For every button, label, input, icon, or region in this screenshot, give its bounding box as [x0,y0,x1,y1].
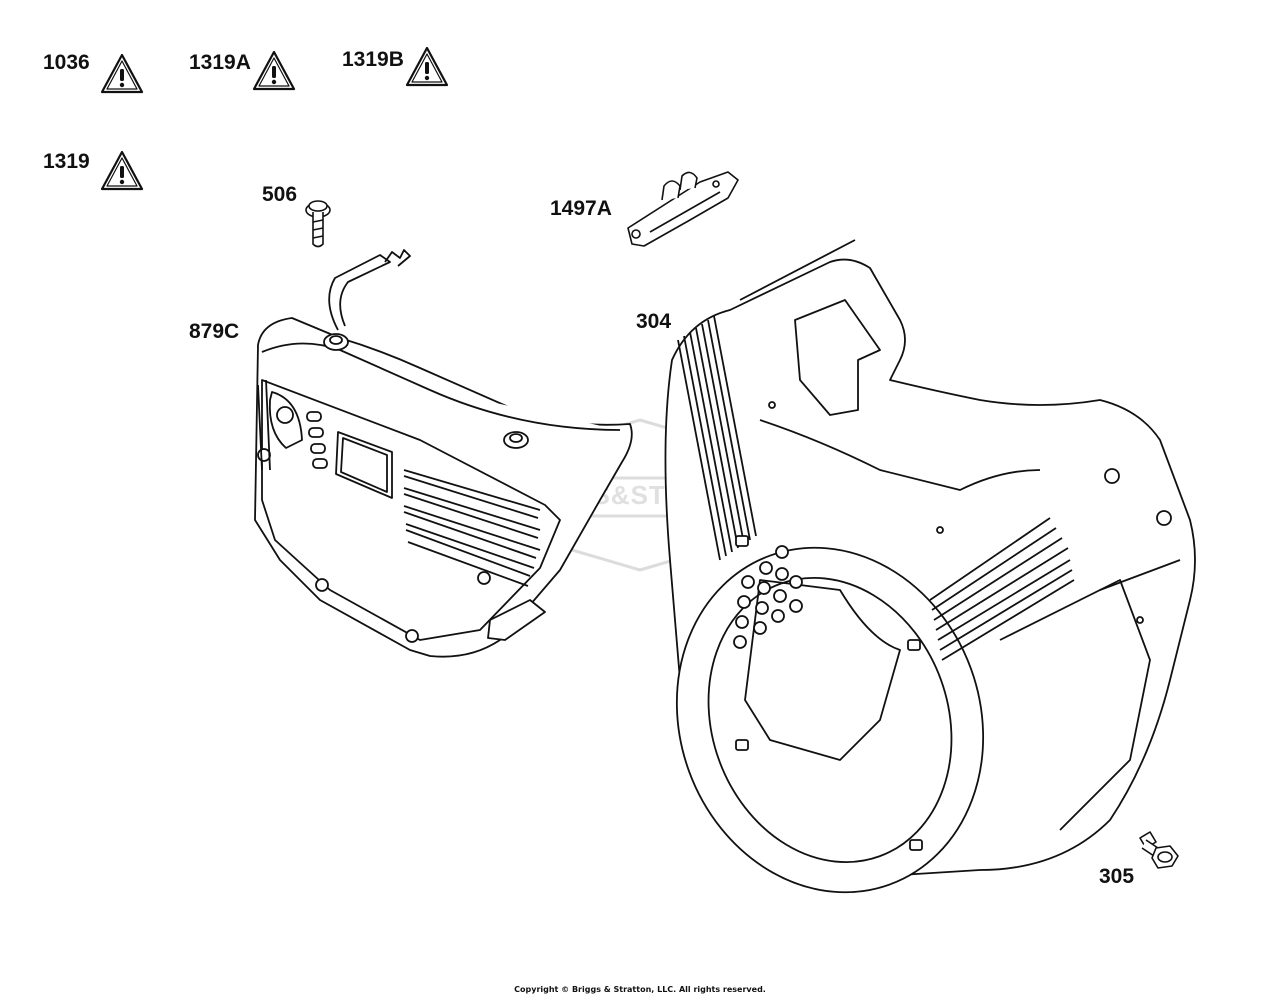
warning-triangle-icon [252,50,296,91]
control-cover-879c[interactable] [254,249,633,658]
callout-304[interactable]: 304 [636,310,672,333]
callout-1319a[interactable]: 1319A [189,51,251,74]
callout-1319[interactable]: 1319 [43,150,90,173]
screw-506[interactable] [305,200,331,248]
callout-506[interactable]: 506 [262,183,298,206]
blower-housing-304[interactable] [629,239,1196,936]
warning-triangle-icon [100,53,144,94]
copyright-footer: Copyright © Briggs & Stratton, LLC. All … [514,985,766,994]
callout-305[interactable]: 305 [1099,865,1135,888]
callout-1319b[interactable]: 1319B [342,48,404,71]
callout-879c[interactable]: 879C [189,320,240,343]
bracket-1497a[interactable] [627,171,739,247]
callout-1036[interactable]: 1036 [43,51,90,74]
warning-triangle-icon [100,150,144,191]
warning-triangle-icon [405,46,449,87]
callout-1497a[interactable]: 1497A [550,197,612,220]
screw-305[interactable] [1139,831,1179,869]
